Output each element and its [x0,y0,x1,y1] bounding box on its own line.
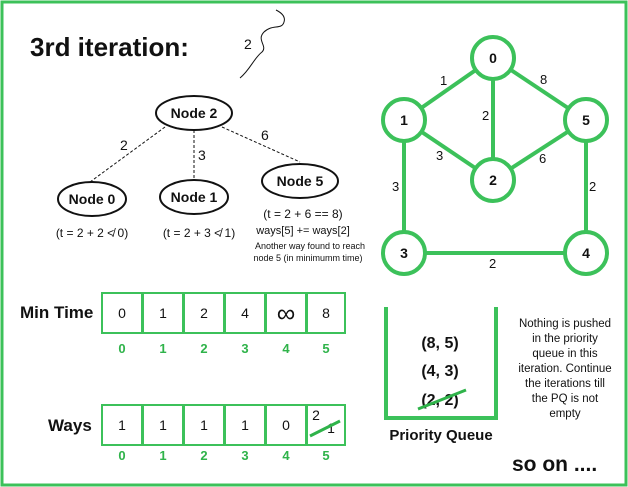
footer-text: so on .... [512,453,597,476]
tree-node-0-label: Node 0 [69,191,116,207]
tree-node-parent [155,95,233,131]
min-time-index-3: 3 [241,341,248,356]
edge-weight-0-2: 2 [482,108,489,123]
min-time-label: Min Time [20,303,93,322]
note-line-1: in the priority [532,333,598,345]
ways-index-3: 3 [241,448,248,463]
page-title: 3rd iteration: [30,32,189,62]
ways-index-4: 4 [282,448,290,463]
min-time-index-5: 5 [322,341,329,356]
iteration-note: Nothing is pushed in the priority queue … [518,318,611,420]
tree-edge-node0 [89,126,166,183]
tree-weight-node0: 2 [120,137,128,153]
ways-label: Ways [48,416,92,435]
min-time-index-0: 0 [118,341,125,356]
pq-item-1: (4, 3) [421,363,458,380]
min-time-value-0: 0 [118,305,126,321]
ways-value-4: 0 [282,417,290,433]
tree-node-parent-label: Node 2 [171,105,218,121]
edge-weight-0-1: 1 [440,73,447,88]
min-time-value-2: 2 [200,305,208,321]
graph-node-2-label: 2 [489,172,497,188]
note-line-5: the PQ is not [532,393,599,405]
edge-weight-1-2: 3 [436,148,443,163]
ways-value-0: 1 [118,417,126,433]
note-line-4: the iterations till [525,378,605,390]
graph-edges [402,56,588,255]
graph-nodes: 0 1 2 5 3 4 [381,35,609,276]
min-time-array: 0 1 2 4 ∞ 8 [101,292,346,334]
pq-item-0: (8, 5) [421,335,458,352]
edge-weight-1-3: 3 [392,179,399,194]
graph-node-5-label: 5 [582,112,590,128]
graph-node-4 [563,230,609,276]
ways-value-2: 1 [200,417,208,433]
tree-node-5 [261,163,339,199]
edge-weight-0-5: 8 [540,72,547,87]
tree-note-node5: (t = 2 + 6 == 8) [263,207,342,221]
ways-updated-value-5: 2 [312,407,320,423]
tree-edge-node5 [221,126,301,163]
graph-node-5 [563,97,609,143]
ways-indices: 0 1 2 3 4 5 [118,448,329,463]
ways-update-text: ways[5] += ways[2] [255,225,350,237]
ways-value-1: 1 [159,417,167,433]
ways-index-1: 1 [159,448,166,463]
ways-old-value-5: 1 [327,420,335,436]
min-time-value-5: 8 [322,305,330,321]
min-time-value-1: 1 [159,305,167,321]
priority-queue-label: Priority Queue [389,427,492,444]
note-line-3: iteration. Continue [518,363,611,375]
ways-cell-5 [306,404,346,446]
min-time-index-4: 4 [282,341,290,356]
explanation-line-1: Another way found to reach [255,241,365,251]
min-time-index-2: 2 [200,341,207,356]
note-line-6: empty [549,408,581,420]
note-line-0: Nothing is pushed [519,318,611,330]
tree-node-0 [57,181,127,217]
edge-weight-2-5: 6 [539,151,546,166]
graph-node-3 [381,230,427,276]
ways-strike-mark [309,419,341,438]
graph-node-2 [470,157,516,203]
priority-queue-container [384,307,498,420]
ways-value-3: 1 [241,417,249,433]
ways-index-5: 5 [322,448,329,463]
tree-weight-node1: 3 [198,147,206,163]
pq-item-2-strike [417,388,467,411]
tree-note-node1: (t = 2 + 3 ≮ 1) [163,226,235,240]
edge-weight-5-4: 2 [589,179,596,194]
explanation-line-2: node 5 (in minimumm time) [253,253,362,263]
min-time-cell-5 [306,292,346,334]
min-time-indices: 0 1 2 3 4 5 [118,341,329,356]
tree-node-1 [159,179,229,215]
graph-node-4-label: 4 [582,245,590,261]
graph-node-1 [381,97,427,143]
edge-weight-3-4: 2 [489,256,496,271]
min-time-value-3: 4 [241,305,249,321]
incoming-squiggle [239,9,285,79]
note-line-2: queue in this [532,348,597,360]
graph-node-3-label: 3 [400,245,408,261]
tree-note-node0: (t = 2 + 2 ≮ 0) [56,226,128,240]
tree-node-5-label: Node 5 [277,173,324,189]
graph-node-1-label: 1 [400,112,408,128]
ways-index-2: 2 [200,448,207,463]
min-time-index-1: 1 [159,341,166,356]
tree-weight-node5: 6 [261,127,269,143]
graph-node-0-label: 0 [489,50,497,66]
graph-node-0 [470,35,516,81]
ways-index-0: 0 [118,448,125,463]
incoming-weight: 2 [244,36,252,52]
min-time-value-4: ∞ [277,298,296,328]
tree-node-1-label: Node 1 [171,189,218,205]
ways-array: 1 1 1 1 0 2 1 [101,404,346,446]
